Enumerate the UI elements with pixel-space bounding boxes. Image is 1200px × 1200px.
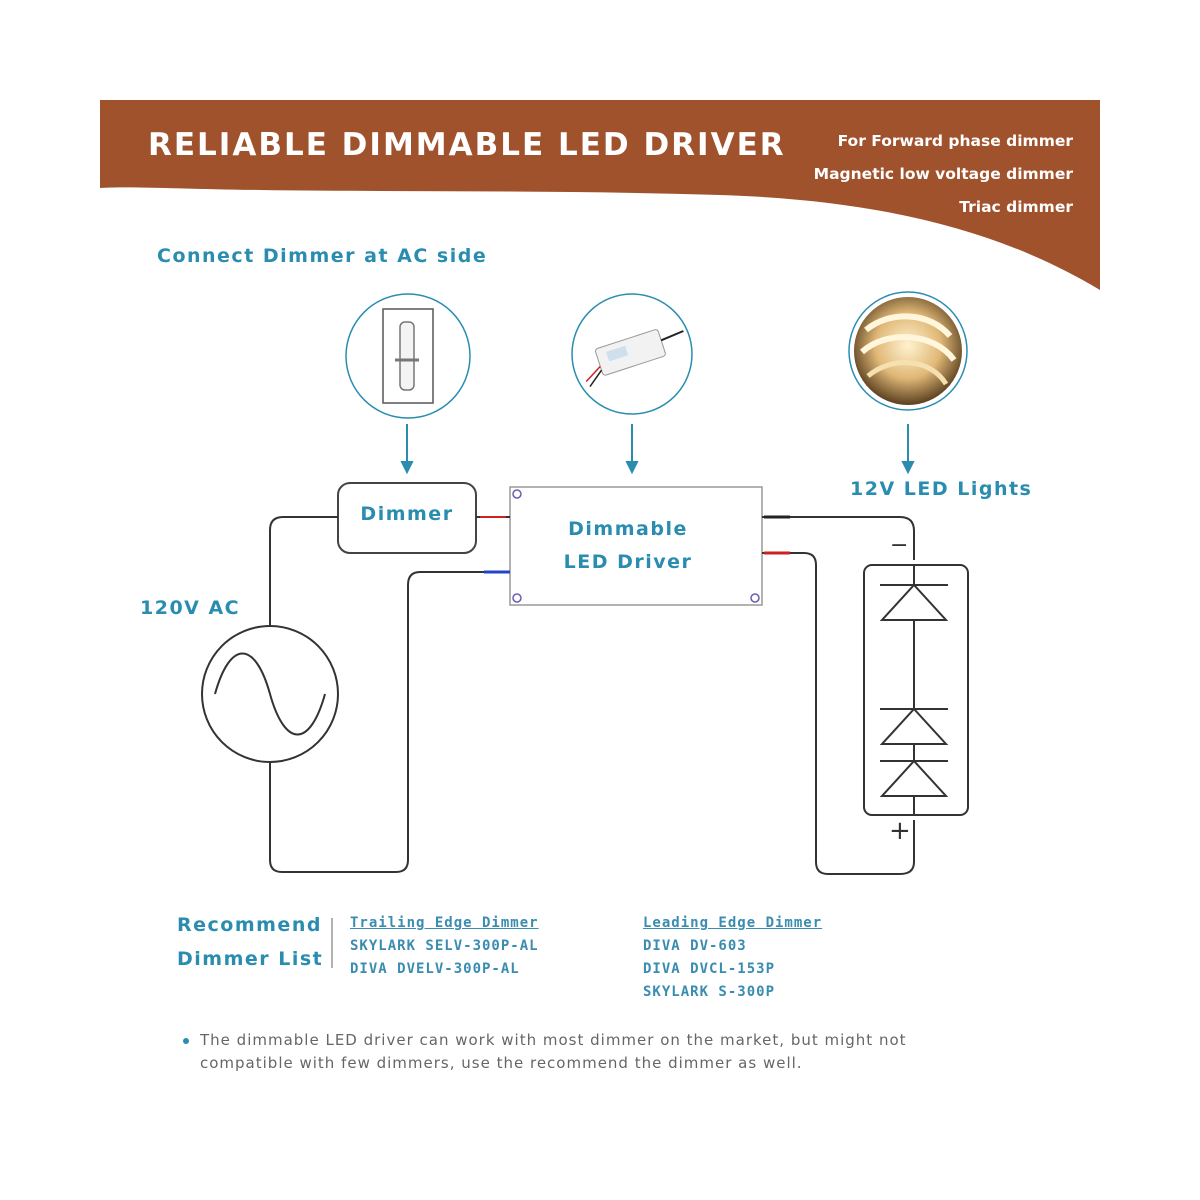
trailing-edge-header: Trailing Edge Dimmer (350, 915, 539, 931)
led-array-symbol (863, 564, 969, 816)
driver-label-1: Dimmable (568, 518, 688, 540)
arrows (400, 424, 915, 475)
recommend-title-1: Recommend (177, 914, 322, 936)
minus-sign: − (890, 533, 909, 558)
banner-subtitle-3: Triac dimmer (959, 198, 1073, 216)
driver-photo (571, 293, 693, 415)
banner-title: RELIABLE DIMMABLE LED DRIVER (148, 127, 786, 163)
leading-edge-item: SKYLARK S-300P (643, 984, 776, 1000)
driver-label-2: LED Driver (563, 551, 693, 573)
plus-sign: + (889, 816, 911, 846)
driver-box (509, 486, 763, 606)
leading-edge-item: DIVA DVCL-153P (643, 961, 776, 977)
section-heading: Connect Dimmer at AC side (157, 245, 488, 267)
banner-subtitle-2: Magnetic low voltage dimmer (813, 165, 1073, 183)
note-line-1: The dimmable LED driver can work with mo… (200, 1031, 907, 1049)
note-line-2: compatible with few dimmers, use the rec… (200, 1054, 803, 1072)
leading-edge-item: DIVA DV-603 (643, 938, 747, 954)
trailing-edge-list: Trailing Edge Dimmer SKYLARK SELV-300P-A… (350, 912, 539, 981)
note-text: The dimmable LED driver can work with mo… (200, 1029, 907, 1075)
leading-edge-list: Leading Edge Dimmer DIVA DV-603 DIVA DVC… (643, 912, 822, 1004)
trailing-edge-item: SKYLARK SELV-300P-AL (350, 938, 539, 954)
dimmer-label: Dimmer (360, 503, 454, 525)
leading-edge-header: Leading Edge Dimmer (643, 915, 823, 931)
banner-subtitle-1: For Forward phase dimmer (837, 132, 1073, 150)
lights-label: 12V LED Lights (850, 478, 1033, 500)
trailing-edge-item: DIVA DVELV-300P-AL (350, 961, 520, 977)
source-label: 120V AC (140, 597, 241, 619)
dimmer-photo (345, 293, 471, 419)
banner-shape (100, 100, 1100, 290)
led-strip-photo (848, 291, 968, 411)
recommend-title-2: Dimmer List (177, 948, 324, 970)
note-bullet (183, 1038, 189, 1044)
ac-source-symbol (201, 625, 339, 763)
